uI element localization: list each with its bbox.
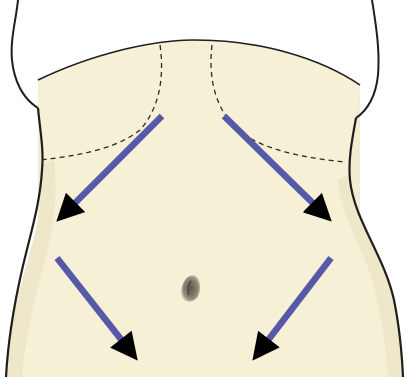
- torso-body: [5, 40, 403, 377]
- left-arm-outline: [12, 0, 38, 108]
